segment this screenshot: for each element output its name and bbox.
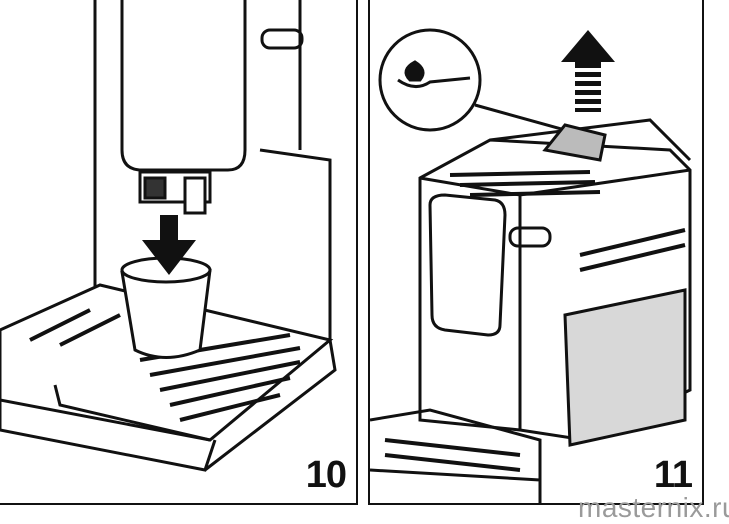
bean-container-lid — [542, 123, 607, 162]
coffee-machine-dispensing-illustration — [0, 0, 337, 472]
step-number: 11 — [653, 454, 693, 496]
coffee-machine-bean-lid-illustration — [370, 28, 692, 503]
step-10-panel: 10 — [0, 0, 358, 505]
up-arrow-icon — [561, 30, 615, 112]
step-11-panel: 11 — [368, 0, 704, 505]
step-number: 10 — [305, 454, 347, 496]
down-arrow-icon — [142, 215, 196, 275]
watermark: masternix.ru — [578, 492, 729, 523]
